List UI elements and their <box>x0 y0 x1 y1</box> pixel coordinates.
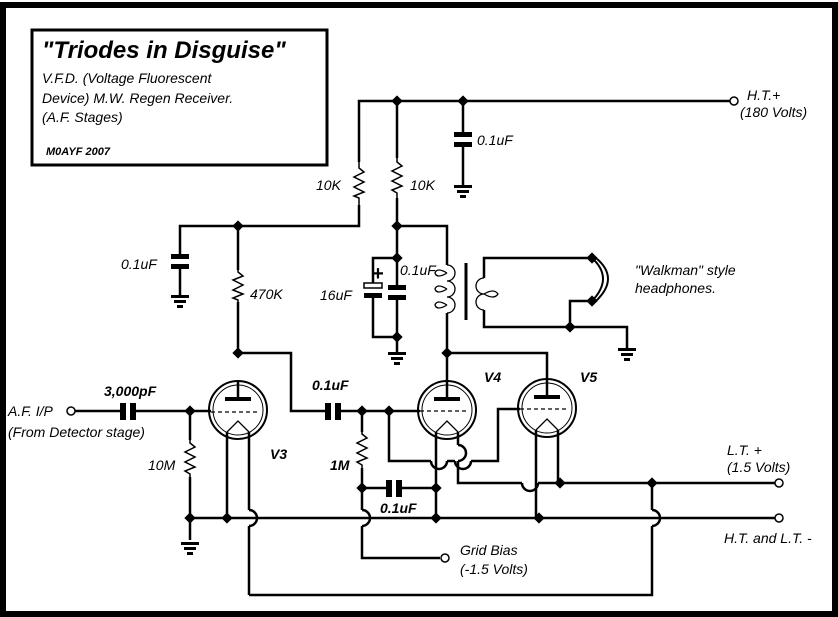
cap-input-label: 3,000pF <box>104 383 157 399</box>
af-input-terminal[interactable] <box>66 406 76 416</box>
v5-label: V5 <box>580 369 597 385</box>
output-transformer <box>434 256 636 361</box>
capacitor-bias: 0.1uF <box>362 480 442 516</box>
title-text: "Triodes in Disguise" <box>42 37 286 64</box>
lt-plus-terminal[interactable] <box>774 478 784 488</box>
r10m-label: 10M <box>148 457 176 473</box>
grid-bias: Grid Bias (-1.5 Volts) <box>440 542 528 577</box>
cap-bypass-label: 0.1uF <box>400 262 437 278</box>
headphones[interactable]: "Walkman" style headphones. <box>564 252 736 333</box>
bypass-network: + 16uF 0.1uF <box>320 224 449 365</box>
subtitle-line-1: V.F.D. (Voltage Fluorescent <box>42 70 212 86</box>
v4-label: V4 <box>484 369 501 385</box>
cap-ht-label: 0.1uF <box>477 132 514 148</box>
title-block: "Triodes in Disguise" V.F.D. (Voltage Fl… <box>30 28 329 167</box>
af-input-label: A.F. I/P <box>7 403 54 419</box>
title-box <box>30 28 329 167</box>
v3-plate-wire <box>238 351 325 413</box>
capacitor-coupling: 0.1uF <box>312 377 420 420</box>
resistor-470k: 470K <box>230 226 283 359</box>
v3-label: V3 <box>270 446 287 462</box>
negative-rail: H.T. and L.T. - <box>190 513 812 546</box>
author-text: M0AYF 2007 <box>46 146 111 158</box>
grid-bias-label: Grid Bias <box>460 542 518 558</box>
resistor-10k-left: 10K <box>178 162 366 254</box>
subtitle-line-3: (A.F. Stages) <box>42 109 123 125</box>
lt-plus: L.T. + (1.5 Volts) <box>727 442 790 488</box>
v4-v5-plate-wires <box>441 347 549 385</box>
ht-plus-terminal[interactable] <box>729 96 739 106</box>
headphones-label-1: "Walkman" style <box>635 262 736 278</box>
headphones-label-2: headphones. <box>635 280 716 296</box>
resistor-10k-right: 10K <box>390 101 436 232</box>
cap-bias-label: 0.1uF <box>380 500 417 516</box>
af-input-sub-label: (From Detector stage) <box>8 424 145 440</box>
r10k-right-label: 10K <box>410 177 436 193</box>
polarity-plus-icon: + <box>372 263 384 285</box>
capacitor-v3-decouple: 0.1uF <box>121 220 244 308</box>
cap-16uf-label: 16uF <box>320 287 353 303</box>
r1m-label: 1M <box>330 457 350 473</box>
lt-plus-volts-label: (1.5 Volts) <box>727 459 790 475</box>
v4-v5-wiring <box>249 407 775 597</box>
cap-coupling-label: 0.1uF <box>312 377 349 393</box>
capacitor-ht-decouple: 0.1uF <box>454 101 514 198</box>
valve-v3: V3 <box>208 380 287 595</box>
ht-lt-minus-label: H.T. and L.T. - <box>724 530 812 546</box>
cap-v3-decouple-label: 0.1uF <box>121 256 158 272</box>
ht-plus-label: H.T.+ <box>747 87 780 103</box>
valve-v4: V4 <box>417 369 501 440</box>
grid-bias-volts-label: (-1.5 Volts) <box>460 561 528 577</box>
resistor-10m: 10M <box>148 411 199 555</box>
r10k-left-label: 10K <box>316 177 342 193</box>
af-input: A.F. I/P (From Detector stage) 3,000pF <box>7 383 211 440</box>
subtitle-line-2: Device) M.W. Regen Receiver. <box>42 90 233 106</box>
r470k-label: 470K <box>250 286 283 302</box>
ht-rail: H.T.+ (180 Volts) <box>357 87 807 162</box>
resistor-1m: 1M <box>330 411 440 560</box>
valve-v5: V5 <box>517 369 597 438</box>
ht-plus-volts-label: (180 Volts) <box>740 104 807 120</box>
grid-bias-terminal[interactable] <box>440 553 450 563</box>
ht-lt-minus-terminal[interactable] <box>774 513 784 523</box>
lt-plus-label: L.T. + <box>727 442 762 458</box>
